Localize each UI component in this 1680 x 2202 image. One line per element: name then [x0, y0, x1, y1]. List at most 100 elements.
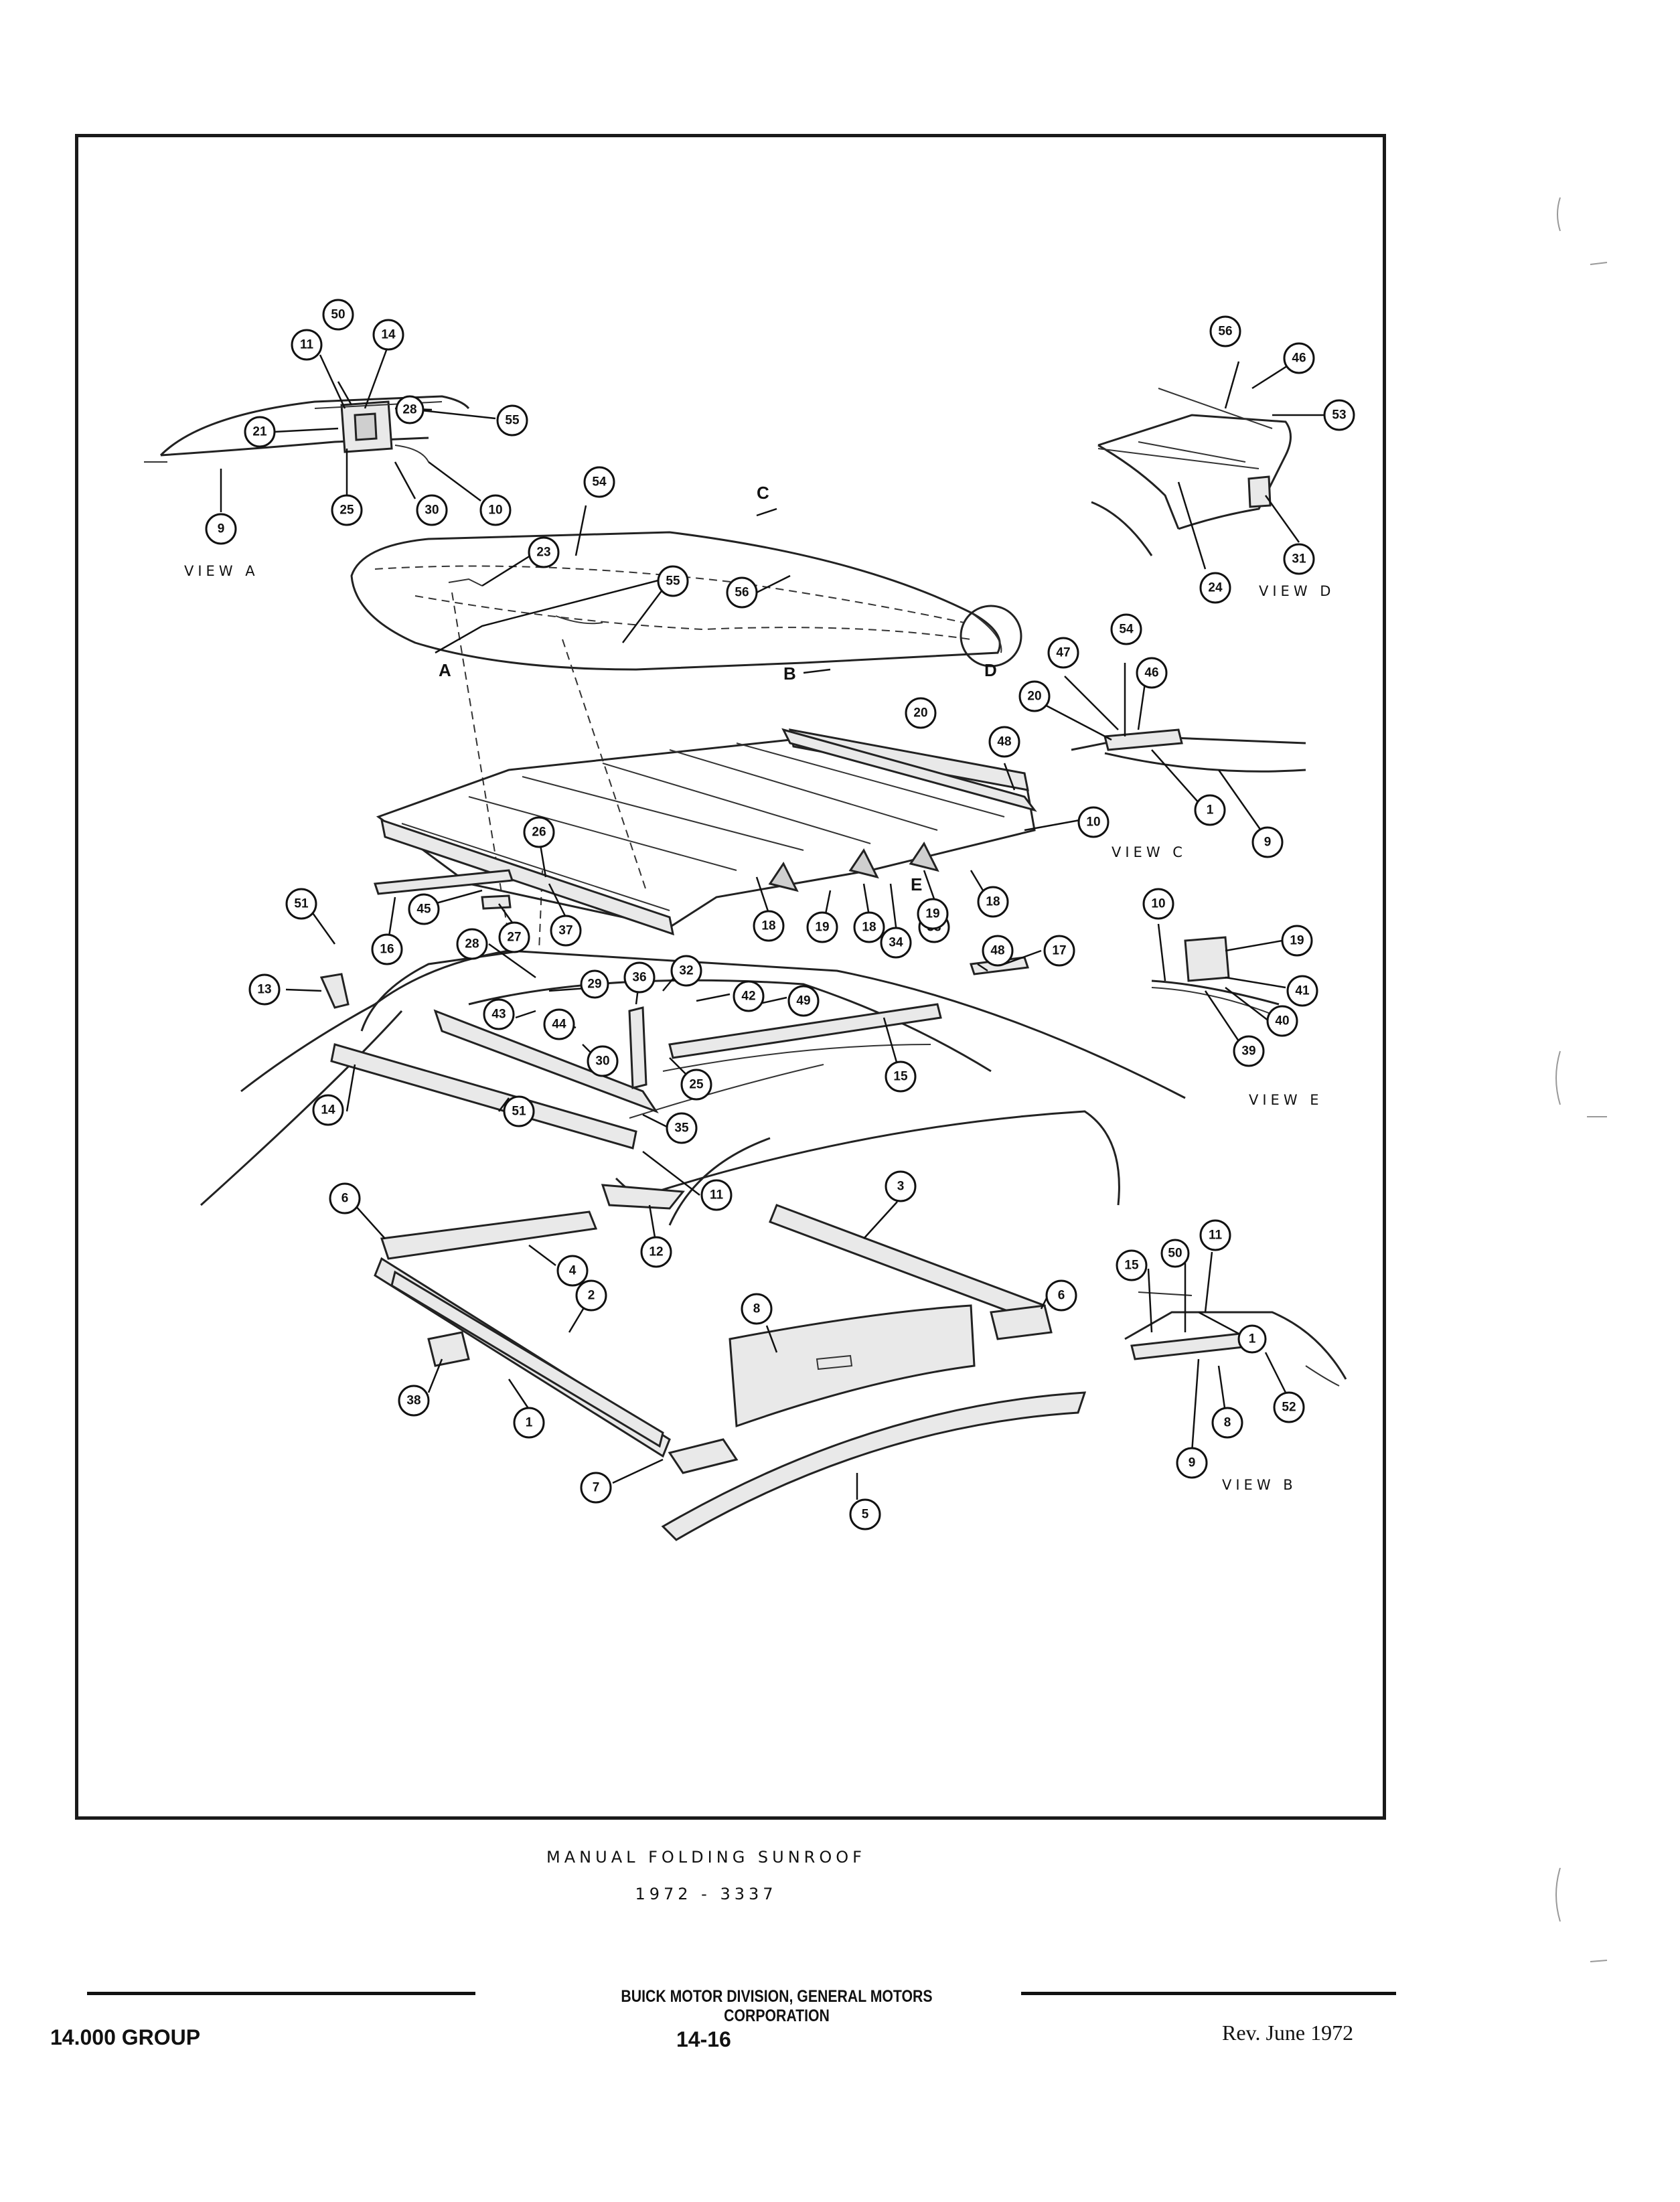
callout: 35 — [666, 1112, 698, 1144]
callout: 56 — [1209, 315, 1241, 347]
svg-text:17: 17 — [1052, 944, 1066, 958]
callout: 1 — [1194, 794, 1226, 826]
callout: 48 — [982, 935, 1014, 967]
svg-text:44: 44 — [552, 1018, 566, 1032]
callout: 54 — [1110, 613, 1142, 645]
page-number: 14-16 — [676, 2027, 731, 2051]
view-e-label: VIEW E — [1249, 1092, 1323, 1108]
view-c-label: VIEW C — [1112, 844, 1187, 860]
svg-text:8: 8 — [1224, 1416, 1231, 1430]
svg-text:26: 26 — [532, 825, 546, 840]
svg-text:1: 1 — [1249, 1332, 1256, 1346]
svg-text:24: 24 — [1208, 581, 1223, 595]
diagram-border — [75, 134, 1386, 1820]
callout: 9 — [1251, 826, 1284, 858]
callout: 15 — [885, 1060, 917, 1093]
svg-text:12: 12 — [649, 1245, 663, 1259]
sunroof-cover-panel — [350, 531, 1002, 671]
svg-text:37: 37 — [558, 924, 572, 938]
callout: 48 — [988, 726, 1020, 758]
part-27 — [481, 894, 512, 910]
footer-rule-left — [87, 1992, 475, 1995]
section-letter-c: C — [757, 483, 769, 503]
svg-text:46: 46 — [1292, 351, 1306, 366]
margin-mark — [1557, 197, 1561, 232]
callout: 19 — [1281, 925, 1313, 957]
svg-text:51: 51 — [512, 1105, 526, 1119]
svg-text:18: 18 — [862, 921, 876, 935]
svg-text:5: 5 — [862, 1508, 869, 1522]
svg-text:54: 54 — [592, 475, 607, 489]
section-letter-d: D — [984, 660, 997, 680]
callout: 4 — [556, 1255, 589, 1287]
callout: 8 — [1211, 1407, 1243, 1439]
svg-text:34: 34 — [889, 936, 903, 950]
svg-text:49: 49 — [796, 994, 810, 1008]
svg-text:47: 47 — [1056, 646, 1070, 660]
svg-text:30: 30 — [425, 503, 439, 518]
svg-text:20: 20 — [913, 706, 927, 720]
svg-text:19: 19 — [815, 921, 829, 935]
svg-text:18: 18 — [986, 895, 1000, 909]
callout: 52 — [1273, 1391, 1305, 1423]
callout: 19 — [806, 911, 838, 943]
callout: 49 — [787, 985, 820, 1017]
callout: 23 — [528, 536, 560, 568]
svg-text:27: 27 — [507, 931, 521, 945]
callout: 10 — [1142, 888, 1174, 920]
svg-text:18: 18 — [761, 919, 775, 933]
callout: 53 — [1323, 399, 1355, 431]
callout: 17 — [1043, 935, 1075, 967]
callout: 50 — [1160, 1239, 1190, 1268]
svg-text:31: 31 — [1292, 552, 1306, 566]
callout: 2 — [575, 1279, 607, 1312]
callout: 11 — [291, 329, 323, 361]
svg-text:21: 21 — [252, 425, 267, 439]
svg-text:20: 20 — [1027, 690, 1041, 704]
svg-text:11: 11 — [300, 338, 314, 352]
callout: 11 — [1199, 1219, 1231, 1251]
callout: 18 — [977, 886, 1009, 918]
callout: 14 — [372, 319, 404, 351]
callout: 32 — [670, 955, 702, 987]
callout: 25 — [331, 494, 363, 526]
callout: 39 — [1233, 1035, 1265, 1067]
figure-subtitle: 1972 - 3337 — [635, 1885, 777, 1903]
callout: 12 — [640, 1236, 672, 1268]
callout: 43 — [483, 998, 515, 1030]
callout: 54 — [583, 466, 615, 498]
svg-text:51: 51 — [294, 897, 309, 911]
callout: 41 — [1286, 975, 1318, 1007]
callout: 37 — [550, 915, 582, 947]
callout: 28 — [456, 928, 488, 960]
callout: 19 — [917, 898, 949, 930]
callout: 40 — [1266, 1005, 1298, 1037]
svg-text:56: 56 — [1218, 325, 1232, 339]
svg-text:39: 39 — [1241, 1044, 1255, 1058]
callout: 28 — [395, 395, 425, 424]
callout: 10 — [479, 494, 512, 526]
callout: 20 — [905, 697, 937, 729]
svg-text:15: 15 — [1124, 1259, 1139, 1273]
svg-text:48: 48 — [990, 944, 1004, 958]
rail-15 — [668, 1003, 942, 1059]
svg-text:9: 9 — [218, 522, 225, 536]
callout: 36 — [623, 961, 656, 994]
callout: 13 — [248, 973, 281, 1006]
svg-text:16: 16 — [380, 943, 394, 957]
svg-text:23: 23 — [536, 546, 550, 560]
svg-text:4: 4 — [569, 1264, 577, 1278]
figure-title: MANUAL FOLDING SUNROOF — [546, 1848, 866, 1867]
svg-text:52: 52 — [1282, 1401, 1296, 1415]
callout: 38 — [398, 1385, 430, 1417]
callout: 45 — [408, 893, 440, 925]
rail-35 — [433, 1009, 659, 1114]
callout: 30 — [416, 494, 448, 526]
callout: 6 — [1045, 1279, 1077, 1312]
margin-mark — [1590, 262, 1608, 265]
callout: 16 — [371, 933, 403, 965]
svg-text:55: 55 — [666, 574, 680, 588]
margin-mark — [1555, 1867, 1561, 1922]
part-16 — [373, 869, 514, 895]
view-d-label: VIEW D — [1259, 583, 1334, 599]
